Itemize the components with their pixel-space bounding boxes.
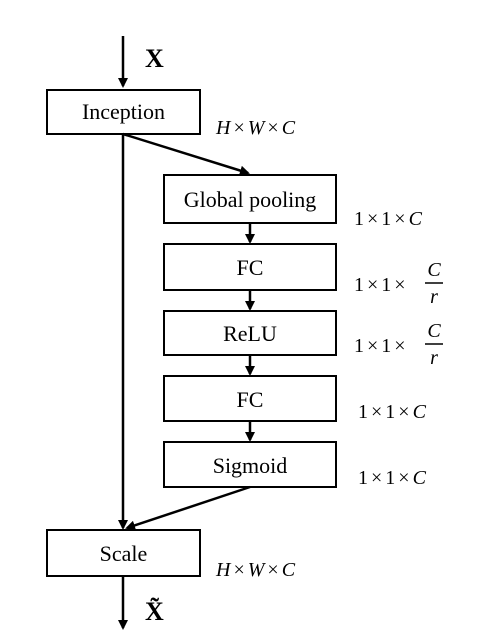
sigmoid-label: Sigmoid [213,453,288,478]
inception-dimension: H×W×C [215,117,296,139]
scale-dimension: H×W×C [215,559,296,581]
global-pooling-block [163,174,337,224]
global-pooling-label: Global pooling [184,187,317,212]
fc1-block [163,243,337,291]
svg-text:C: C [427,259,441,281]
fc2-dimension: 1×1×C [358,401,427,423]
fc1-label: FC [237,255,264,280]
sigmoid-block [163,441,337,488]
svg-text:r: r [430,286,438,308]
relu-block [163,310,337,356]
branch-arrow [122,132,250,176]
scale-block [46,529,201,577]
sigmoid-to-scale-arrow [125,485,251,531]
svg-text:1×1×: 1×1× [354,335,406,357]
output-label: X̃ [145,597,164,626]
svg-text:C: C [427,320,441,342]
input-label: X [145,44,164,73]
fc2-label: FC [237,387,264,412]
global-pooling-dimension: 1×1×C [354,208,423,230]
inception-label: Inception [82,99,165,124]
svg-text:1×1×: 1×1× [354,274,406,296]
relu-label: ReLU [223,321,277,346]
relu-dimension: 1×1× C r [354,320,443,369]
scale-label: Scale [100,541,148,566]
fc2-block [163,375,337,422]
fc1-dimension: 1×1× C r [354,259,443,308]
sigmoid-dimension: 1×1×C [358,467,427,489]
svg-text:r: r [430,347,438,369]
